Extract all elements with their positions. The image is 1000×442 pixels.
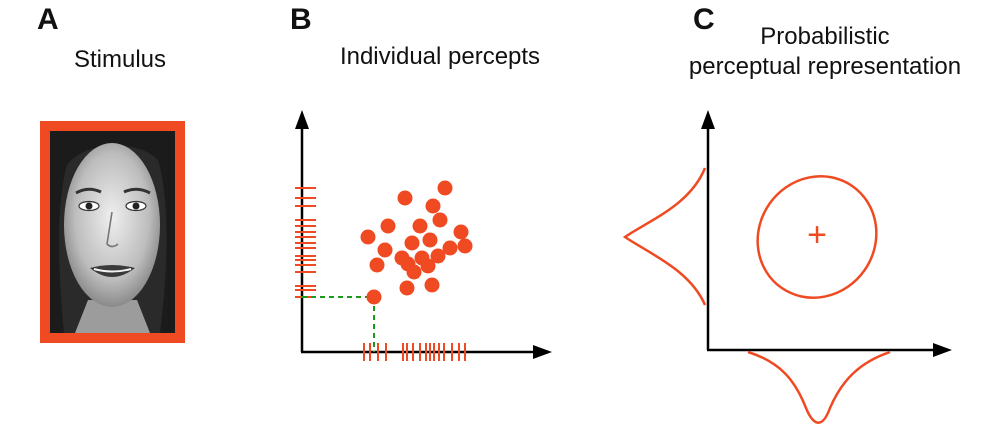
teeth: [93, 268, 132, 273]
percept-dot: [369, 257, 385, 273]
nose: [106, 211, 119, 248]
panel-title-line-2: perceptual representation: [688, 53, 962, 80]
percept-dot: [425, 198, 441, 214]
highlighted-percept-dot: [366, 289, 382, 305]
right-pupil: [132, 202, 140, 210]
percept-dot: [430, 248, 446, 264]
percept-dot: [442, 240, 458, 256]
panel-title-line-1: Probabilistic: [760, 23, 890, 50]
percept-dot: [406, 264, 422, 280]
panel-letter-b: B: [290, 3, 312, 36]
mean-marker: +: [807, 216, 827, 254]
covariance-ellipse: [756, 175, 878, 299]
percept-dot: [457, 238, 473, 254]
percept-dot: [380, 218, 396, 234]
percept-dot: [360, 229, 376, 245]
face: [64, 143, 160, 307]
probabilistic-plot: +: [622, 110, 952, 424]
hair: [50, 131, 175, 333]
percept-dot: [399, 280, 415, 296]
percept-dot: [424, 277, 440, 293]
percept-dot: [397, 190, 413, 206]
y-ticks: [295, 187, 316, 298]
percept-dot: [422, 232, 438, 248]
percept-dot: [404, 235, 420, 251]
x-ticks: [363, 343, 466, 361]
percept-dot: [453, 224, 469, 240]
right-eyebrow: [123, 187, 151, 195]
percept-dots: [360, 180, 473, 305]
neck: [75, 300, 150, 333]
left-eyebrow: [75, 187, 102, 195]
percept-dot: [377, 242, 393, 258]
panel-title-probabilistic: Probabilistic perceptual representation: [650, 22, 1000, 82]
percepts-y-arrow-icon: [295, 110, 309, 129]
prob-y-arrow-icon: [701, 110, 715, 129]
percept-dot: [437, 180, 453, 196]
prob-x-arrow-icon: [933, 343, 952, 357]
percept-dot: [412, 218, 428, 234]
percept-dot: [432, 212, 448, 228]
panel-title-individual-percepts: Individual percepts: [339, 43, 541, 70]
stimulus-photo: [40, 121, 185, 343]
percepts-plot: [295, 110, 552, 361]
panel-title-stimulus: Stimulus: [73, 46, 167, 73]
y-marginal-curve: [622, 167, 707, 306]
percepts-x-arrow-icon: [533, 345, 552, 359]
left-pupil: [85, 202, 93, 210]
panel-letter-c: C: [693, 3, 715, 36]
percept-dot: [420, 258, 436, 274]
panel-letter-a: A: [37, 3, 59, 36]
x-marginal-curve: [747, 350, 891, 424]
